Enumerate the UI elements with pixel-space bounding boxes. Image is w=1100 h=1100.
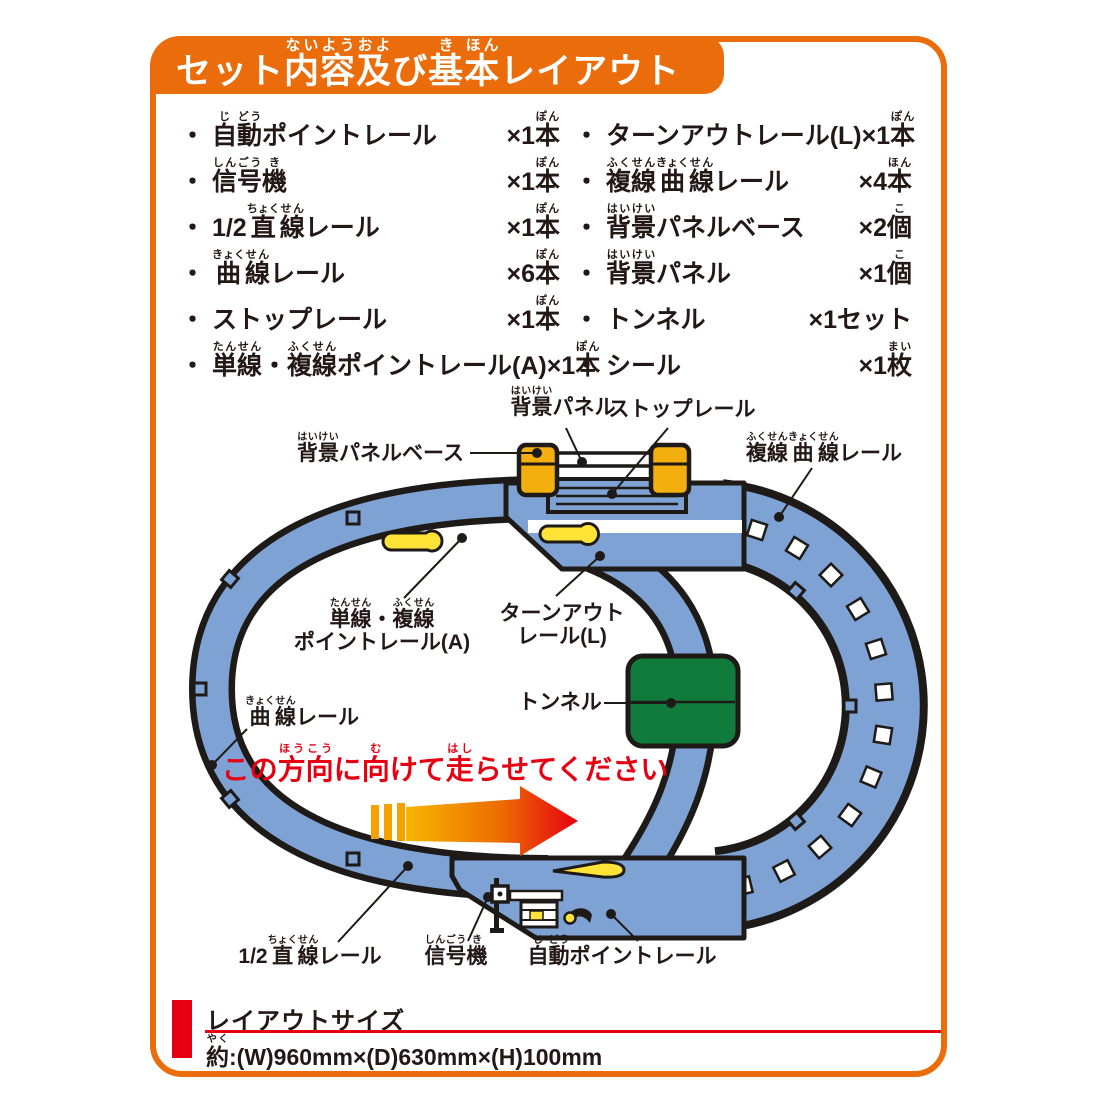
list-item: ・ トンネル ×1セット — [574, 287, 912, 333]
direction-arrow — [406, 786, 578, 856]
left-loop-track — [195, 482, 549, 895]
footer-divider — [205, 1030, 941, 1033]
point-lever-a — [381, 529, 444, 553]
label-turnout-rail: ターンアウト レール(L) — [500, 602, 625, 648]
label-text: 曲きょく線せんレール — [245, 696, 359, 729]
label-half-straight-rail: 1/2直ちょく線せんレール — [238, 935, 381, 968]
list-item: ・ 背はい景けいパネル ×1個こ — [574, 241, 912, 287]
label-text: 1/2直ちょく線せんレール — [238, 935, 382, 968]
auto-point-lever — [563, 908, 592, 925]
page-title: セット内ない容よう及および基き本ほんレイアウト — [176, 38, 681, 91]
point-lever-turnout — [538, 522, 600, 546]
tunnel-shape — [625, 653, 741, 749]
track-ties — [731, 518, 894, 898]
label-auto-point-rail: 自じ動どうポイントレール — [528, 935, 717, 968]
part-name: ・ 複ふく線せん曲きょく線せんレール — [574, 156, 789, 196]
label-point-rail-a: 単たん線せん・複ふく線せん ポイントレール(A) — [294, 598, 470, 654]
list-item: ・ 複ふく線せん曲きょく線せんレール ×4本ほん — [574, 149, 912, 195]
part-qty: ×1本ぽん — [506, 110, 560, 150]
list-item: ・ 自じ動どうポイントレール ×1本ぽん — [180, 103, 560, 149]
layout-size-value: 約やく:(W)960mm×(D)630mm×(H)100mm — [206, 1034, 602, 1072]
label-text: 背はい景けいパネル — [510, 386, 616, 419]
part-name: ・ 背はい景けいパネル — [574, 248, 731, 288]
track-joints — [192, 510, 858, 867]
label-text: 単たん線せん・複ふく線せん — [329, 598, 435, 631]
label-text: ストップレール — [608, 398, 756, 421]
part-name: ・ 背はい景けいパネルベース — [574, 202, 805, 242]
track-layout-diagram — [188, 427, 928, 943]
label-curve-rail: 曲きょく線せんレール — [245, 696, 359, 729]
label-background-panel-base: 背はい景けいパネルベース — [297, 432, 464, 465]
label-double-track-curve: 複ふく線せん曲きょく線せんレール — [746, 432, 902, 465]
label-text: 自じ動どうポイントレール — [527, 935, 717, 968]
parts-list-left: ・ 自じ動どうポイントレール ×1本ぽん ・ 信しん号ごう機き ×1本ぽん ・ 1/… — [180, 103, 600, 380]
part-name: ・ 1/2直ちょく線せんレール — [180, 202, 380, 242]
speed-bars — [371, 803, 405, 841]
direction-note-text: この方ほう向こうに向むけて走はしらせてください — [221, 743, 669, 785]
part-name: ・ トンネル — [574, 305, 706, 334]
part-qty: ×1本ぽん — [861, 110, 916, 150]
part-qty: ×1枚まい — [858, 340, 912, 380]
footer-red-block — [172, 1000, 192, 1058]
part-qty: ×1本ぽん — [506, 156, 560, 196]
label-text: トンネル — [518, 691, 602, 714]
part-qty: ×6本ぽん — [506, 248, 560, 288]
part-qty: ×1本ぽん — [506, 294, 560, 334]
list-item: ・ 曲きょく線せんレール ×6本ぽん — [180, 241, 560, 287]
background-panel-base-left — [516, 442, 560, 498]
part-name: ・ ターンアウトレール(L) — [574, 121, 862, 150]
label-tunnel: トンネル — [518, 691, 602, 714]
label-text: 信しん号ごう機き — [424, 935, 488, 968]
label-text: 背はい景けいパネルベース — [297, 432, 464, 465]
list-item: ・ シール ×1枚まい — [574, 333, 912, 379]
leader-lines — [207, 427, 813, 943]
double-track-curve — [714, 487, 920, 925]
auto-point-box — [519, 900, 559, 929]
background-panel-base-right — [648, 442, 692, 498]
part-qty: ×2個こ — [858, 202, 912, 242]
header-banner: セット内ない容よう及および基き本ほんレイアウト — [150, 36, 724, 94]
list-item: ・ 1/2直ちょく線せんレール ×1本ぽん — [180, 195, 560, 241]
part-name: ・ ストップレール — [180, 305, 387, 334]
parts-list-right: ・ ターンアウトレール(L)×1本ぽん ・ 複ふく線せん曲きょく線せんレール ×4… — [574, 103, 915, 379]
direction-note: この方ほう向こうに向むけて走はしらせてください — [222, 743, 669, 788]
label-text: ポイントレール(A) — [293, 631, 471, 655]
list-item: ・ 背はい景けいパネルベース ×2個こ — [574, 195, 912, 241]
part-qty: ×1本ぽん — [506, 202, 560, 242]
layout-size-text: 約やく:(W)960mm×(D)630mm×(H)100mm — [206, 1034, 603, 1070]
part-name: ・ 自じ動どうポイントレール — [180, 110, 437, 150]
part-qty: ×1個こ — [858, 248, 912, 288]
part-qty: ×1本ぽん — [546, 340, 601, 380]
part-name: ・ 曲きょく線せんレール — [180, 248, 345, 288]
list-item: ・ ストップレール ×1本ぽん — [180, 287, 560, 333]
label-background-panel: 背はい景けいパネル — [511, 386, 616, 419]
label-text: 複ふく線せん曲きょく線せんレール — [746, 432, 902, 465]
auto-point-wedge — [552, 860, 626, 879]
list-item: ・ 単たん線せん・複ふく線せんポイントレール(A)×1本ぽん — [180, 333, 600, 380]
part-qty: ×4本ほん — [858, 156, 912, 196]
part-name: ・ 信しん号ごう機き — [180, 156, 287, 196]
label-signal: 信しん号ごう機き — [425, 935, 488, 968]
label-text: ターンアウト — [499, 602, 625, 625]
label-text: レール(L) — [517, 625, 607, 649]
part-name: ・ シール — [574, 351, 681, 380]
part-qty: ×1セット — [808, 305, 912, 334]
list-item: ・ ターンアウトレール(L)×1本ぽん — [574, 103, 915, 150]
part-name: ・ 単たん線せん・複ふく線せんポイントレール(A) — [180, 340, 547, 380]
signal-shape — [490, 878, 564, 933]
list-item: ・ 信しん号ごう機き ×1本ぽん — [180, 149, 560, 195]
label-stop-rail: ストップレール — [609, 398, 756, 421]
